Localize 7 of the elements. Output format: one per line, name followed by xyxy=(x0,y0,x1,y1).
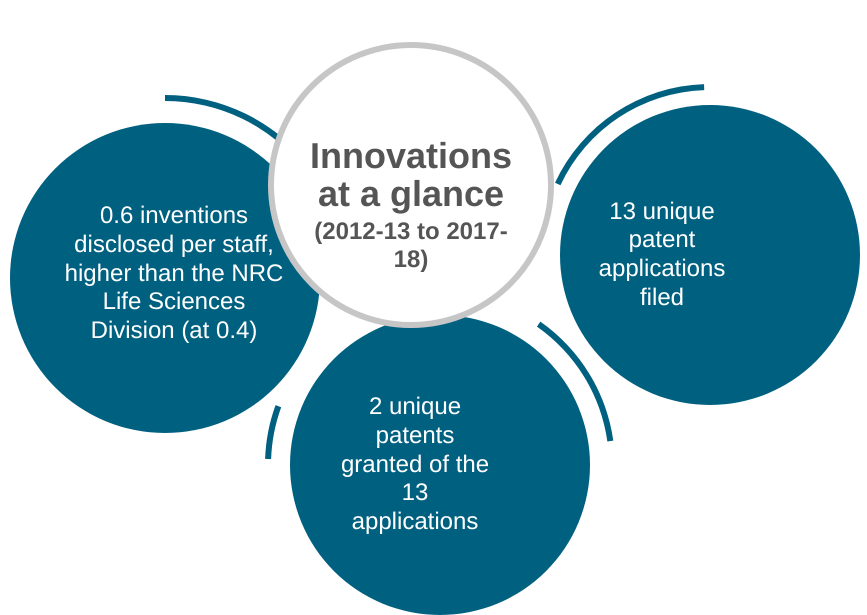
circle-text: 0.6 inventions disclosed per staff, higher than the NRC Life Sciences Division (at 0.4) xyxy=(64,202,284,346)
title: Innovations at a glance xyxy=(308,137,513,213)
subtitle: (2012-13 to 2017-18) xyxy=(313,218,509,274)
info-circle xyxy=(290,315,590,615)
info-circle xyxy=(560,105,860,405)
circle-text: 2 unique patents granted of the 13 applications xyxy=(340,393,490,537)
circle-text: 13 unique patent applications filed xyxy=(598,198,726,313)
